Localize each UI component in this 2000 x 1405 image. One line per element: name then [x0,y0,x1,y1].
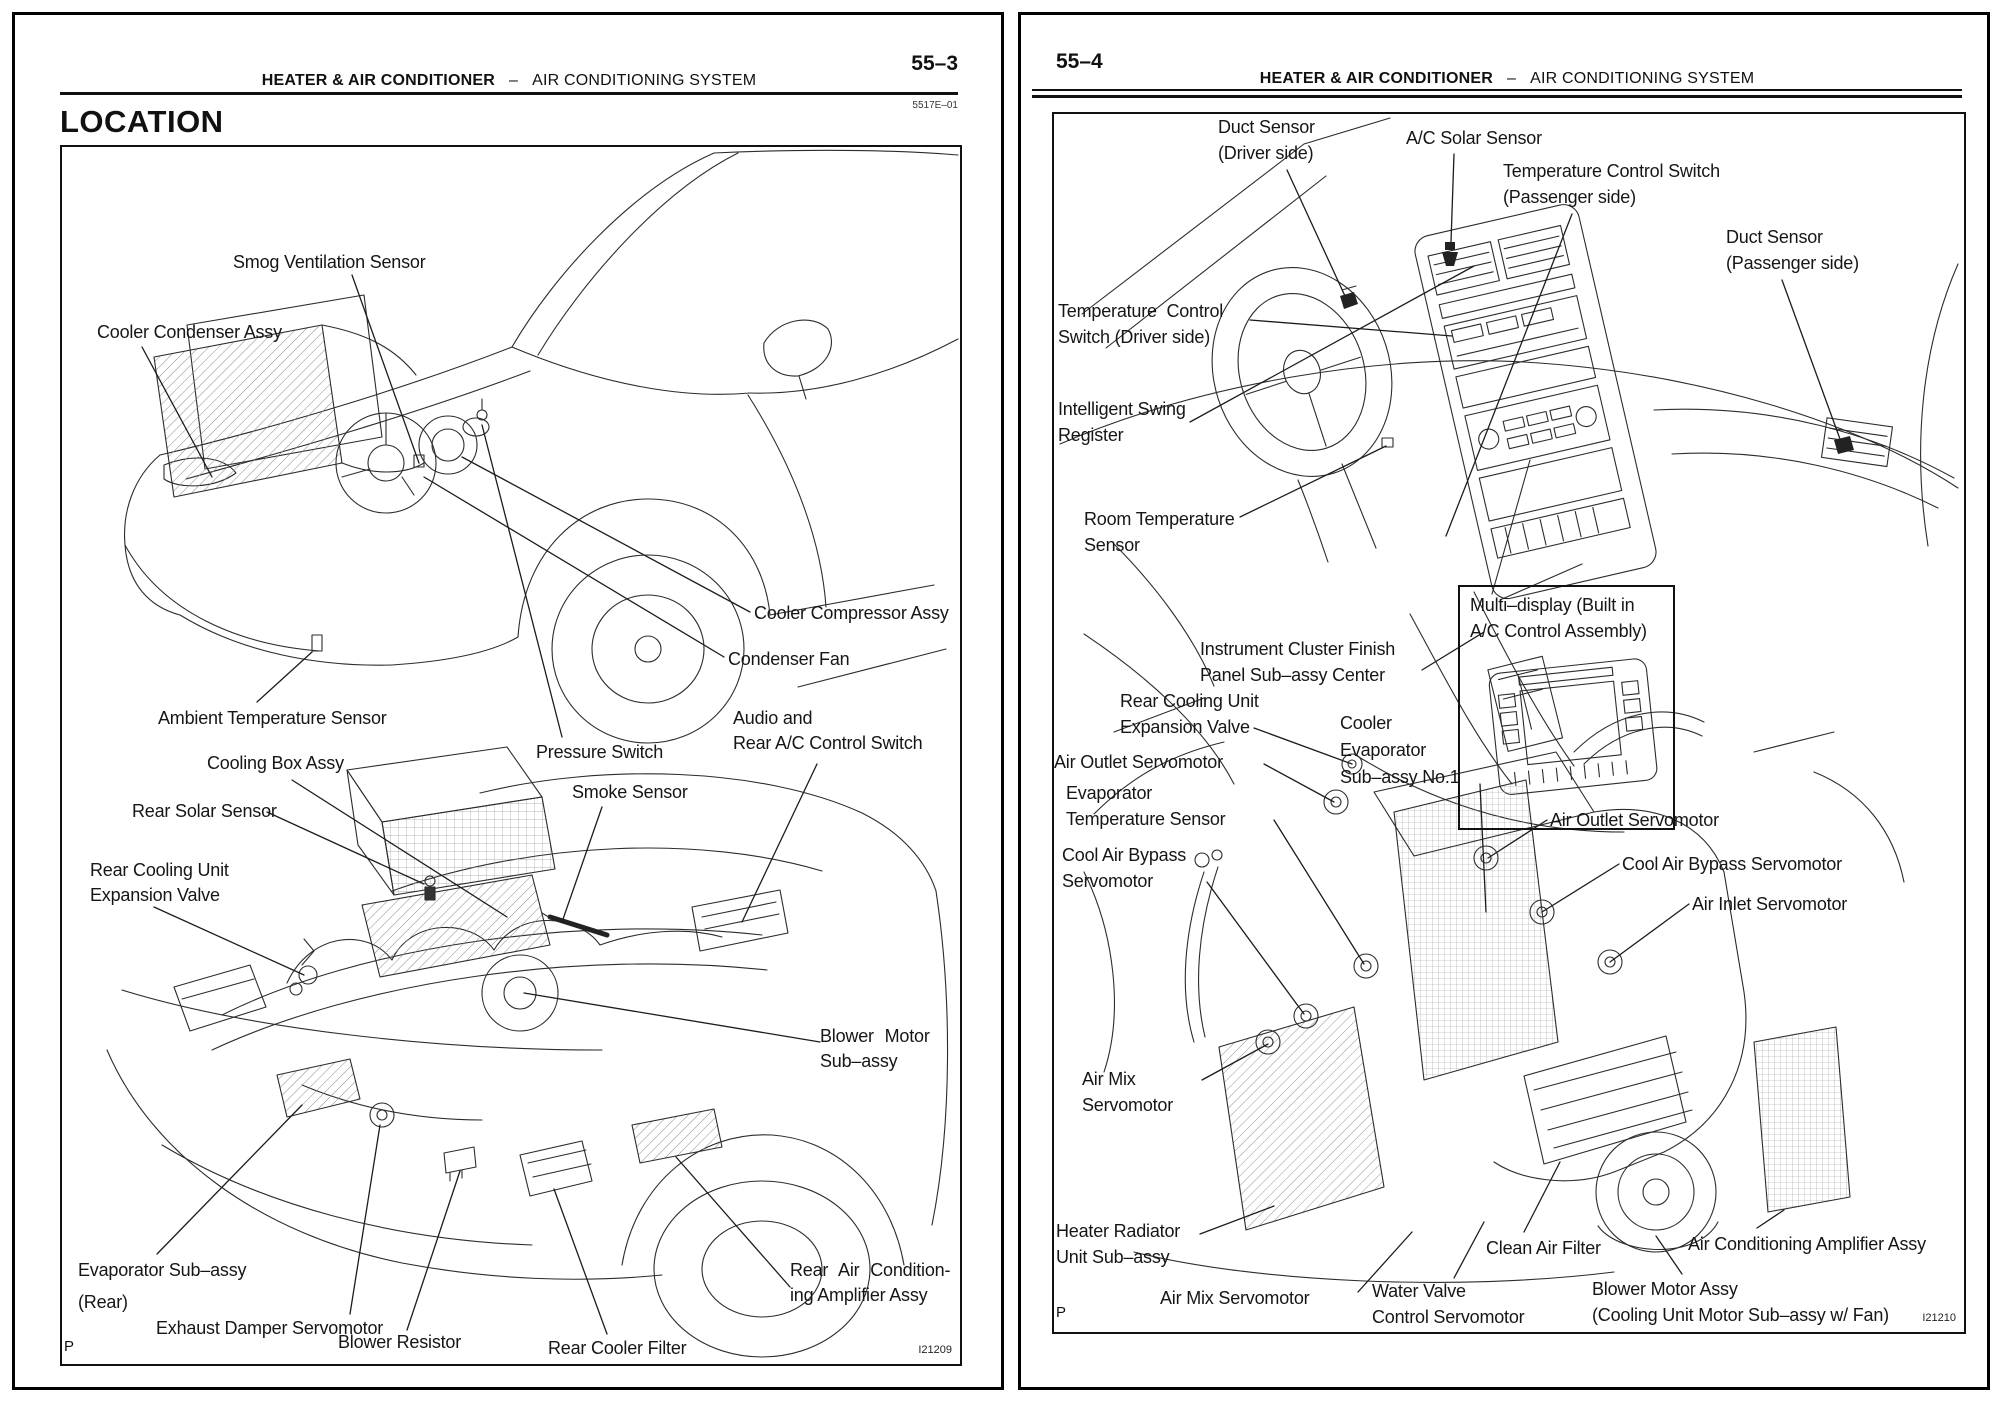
label-temperature-control-switch-passenger: Temperature Control Switch(Passenger sid… [1503,161,1720,207]
corner-mark-right: P [1056,1304,1067,1321]
label-blower-resistor: Blower Resistor [338,1332,462,1352]
label-rear-solar-sensor: Rear Solar Sensor [132,801,277,821]
label-duct-sensor-passenger: Duct Sensor(Passenger side) [1726,227,1859,273]
dashboard-drawing [1059,117,1959,833]
label-cool-air-bypass-servomotor-right: Cool Air Bypass Servomotor [1622,854,1842,874]
label-duct-sensor-driver: Duct Sensor(Driver side) [1218,117,1315,163]
running-header-right: HEATER & AIR CONDITIONER–AIR CONDITIONIN… [1052,70,1962,88]
figure-box-55-3 [60,145,962,1366]
label-condenser-fan: Condenser Fan [728,649,850,669]
header-section-right: HEATER & AIR CONDITIONER [1259,70,1493,87]
header-rule-left [60,92,958,95]
header-dash-right: – [1506,70,1517,87]
corner-mark-left: P [64,1338,75,1355]
label-air-conditioning-amplifier-assy: Air Conditioning Amplifier Assy [1688,1234,1926,1254]
label-smog-ventilation-sensor: Smog Ventilation Sensor [233,252,426,272]
label-blower-motor-assy: Blower Motor Assy(Cooling Unit Motor Sub… [1592,1279,1889,1325]
passenger-vent [1820,417,1894,468]
figure-id-right: I21210 [1922,1312,1956,1324]
header-section-left: HEATER & AIR CONDITIONER [261,72,495,89]
figure-id-left: I21209 [918,1344,952,1356]
header-dash-left: – [508,72,519,89]
label-air-outlet-servomotor-right: Air Outlet Servomotor [1550,810,1719,830]
label-air-mix-servomotor-bottom: Air Mix Servomotor [1160,1288,1310,1308]
label-cooling-box-assy: Cooling Box Assy [207,753,344,773]
label-pressure-switch: Pressure Switch [536,742,664,762]
leader-lines-left [141,274,821,1335]
multi-display-callout-box [1458,585,1675,830]
page-title: LOCATION [60,104,224,139]
servomotor-icons [1255,753,1623,1055]
figure-box-55-4 [1052,112,1966,1334]
label-cooler-compressor-assy: Cooler Compressor Assy [754,603,949,623]
label-ambient-temperature-sensor: Ambient Temperature Sensor [158,708,387,728]
figure-55-3-drawing [106,149,959,1358]
label-rear-cooler-filter: Rear Cooler Filter [548,1338,687,1358]
hvac-unit-drawing [1083,697,1905,1283]
shifter-gate [1487,655,1564,752]
smoke-sensor-icon [541,912,610,938]
figure-55-4-drawing [1059,117,1959,1293]
label-smoke-sensor: Smoke Sensor [572,782,688,802]
page-number-right: 55–4 [1056,50,1103,73]
leader-lines-right [1189,153,1841,1293]
car-rear-drawing [106,746,949,1358]
steering-wheel [1211,267,1393,477]
ac-solar-sensor-icon [1442,242,1458,266]
label-air-inlet-servomotor: Air Inlet Servomotor [1692,894,1848,914]
label-rear-air-conditioning-amplifier-assy: Rear Air Condition-ing Amplifier Assy [790,1260,951,1305]
running-header-left: HEATER & AIR CONDITIONER–AIR CONDITIONIN… [60,72,958,90]
label-cooler-condenser-assy: Cooler Condenser Assy [97,322,282,342]
center-stack [1414,204,1657,600]
car-front-drawing [124,149,959,744]
multi-display-unit-drawing [1488,658,1658,795]
label-ac-solar-sensor: A/C Solar Sensor [1406,128,1542,148]
header-rule-right-1 [1032,89,1962,91]
label-exhaust-damper-servomotor: Exhaust Damper Servomotor [156,1318,384,1338]
page-number-left: 55–3 [911,52,958,75]
rear-solar-sensor-icon [424,875,436,901]
header-subsection-right: AIR CONDITIONING SYSTEM [1530,70,1755,87]
label-clean-air-filter: Clean Air Filter [1486,1238,1601,1258]
label-evaporator-sub-assy-rear: Evaporator Sub–assy(Rear) [78,1260,247,1312]
duct-sensor-passenger-icon [1834,436,1854,454]
room-temperature-sensor-icon [1381,437,1394,448]
header-subsection-left: AIR CONDITIONING SYSTEM [532,72,757,89]
header-rule-right-2 [1032,95,1962,98]
label-air-outlet-servomotor-left: Air Outlet Servomotor [1054,752,1223,772]
doc-code: 5517E–01 [912,100,958,111]
